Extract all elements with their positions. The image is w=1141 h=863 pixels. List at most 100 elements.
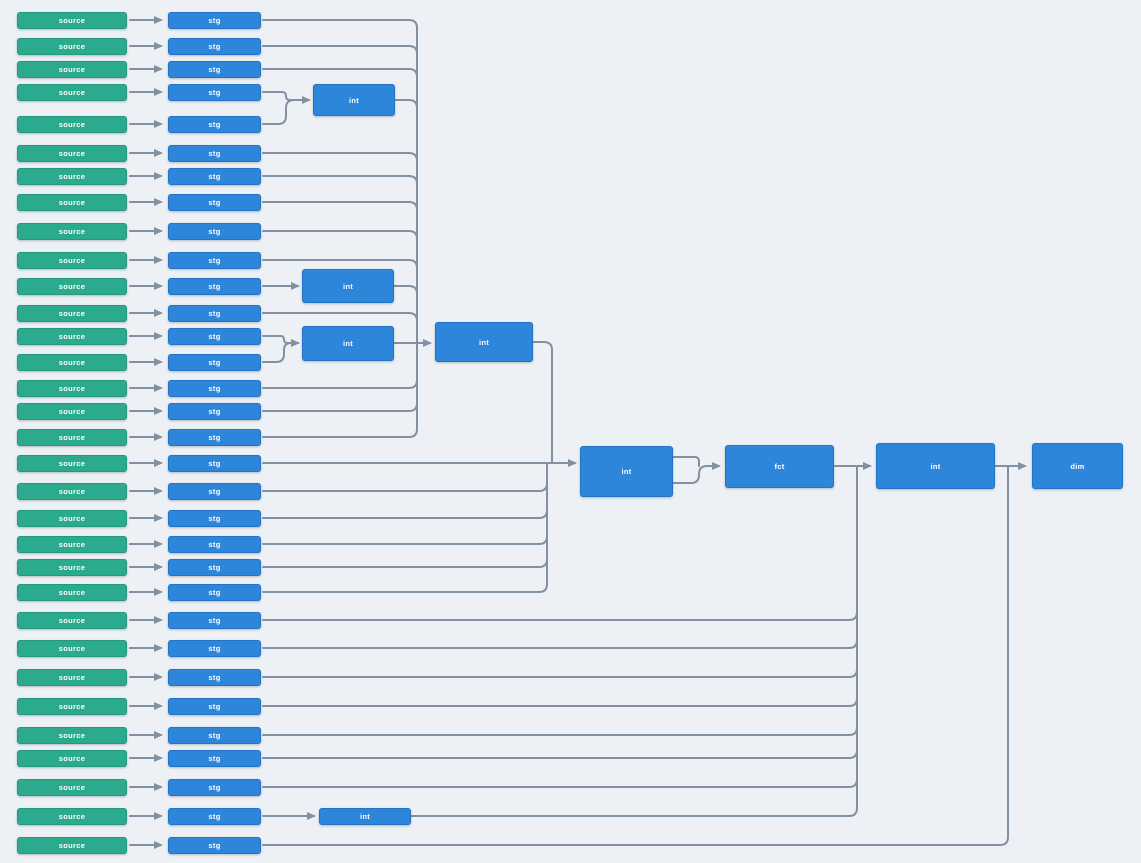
int-node[interactable]: int xyxy=(319,808,411,825)
node-label: int xyxy=(342,339,354,348)
stg-node[interactable]: stg xyxy=(168,698,261,715)
stg-node[interactable]: stg xyxy=(168,403,261,420)
edge xyxy=(262,462,548,492)
edge xyxy=(262,465,858,736)
node-label: stg xyxy=(208,198,221,207)
stg-node[interactable]: stg xyxy=(168,837,261,854)
node-label: stg xyxy=(208,644,221,653)
stg-node[interactable]: stg xyxy=(168,116,261,133)
stg-node[interactable]: stg xyxy=(168,536,261,553)
source-node[interactable]: source xyxy=(17,305,127,322)
source-node[interactable]: source xyxy=(17,455,127,472)
node-label: source xyxy=(58,673,86,682)
node-label: stg xyxy=(208,812,221,821)
source-node[interactable]: source xyxy=(17,38,127,55)
int-node[interactable]: int xyxy=(313,84,395,116)
stg-node[interactable]: stg xyxy=(168,750,261,767)
source-node[interactable]: source xyxy=(17,808,127,825)
node-label: stg xyxy=(208,588,221,597)
node-label: source xyxy=(58,433,86,442)
int-node[interactable]: int xyxy=(302,269,394,303)
stg-node[interactable]: stg xyxy=(168,455,261,472)
stg-node[interactable]: stg xyxy=(168,559,261,576)
source-node[interactable]: source xyxy=(17,278,127,295)
source-node[interactable]: source xyxy=(17,252,127,269)
source-node[interactable]: source xyxy=(17,168,127,185)
node-label: stg xyxy=(208,673,221,682)
stg-node[interactable]: stg xyxy=(168,354,261,371)
stg-node[interactable]: stg xyxy=(168,584,261,601)
int-node[interactable]: int xyxy=(302,326,394,361)
edge xyxy=(394,99,418,344)
source-node[interactable]: source xyxy=(17,429,127,446)
node-label: stg xyxy=(208,172,221,181)
stg-node[interactable]: stg xyxy=(168,727,261,744)
source-node[interactable]: source xyxy=(17,779,127,796)
node-label: source xyxy=(58,309,86,318)
node-label: stg xyxy=(208,16,221,25)
source-node[interactable]: source xyxy=(17,403,127,420)
source-node[interactable]: source xyxy=(17,12,127,29)
stg-node[interactable]: stg xyxy=(168,612,261,629)
stg-node[interactable]: stg xyxy=(168,168,261,185)
node-label: int xyxy=(621,467,632,476)
source-node[interactable]: source xyxy=(17,84,127,101)
stg-node[interactable]: stg xyxy=(168,510,261,527)
source-node[interactable]: source xyxy=(17,483,127,500)
stg-node[interactable]: stg xyxy=(168,779,261,796)
stg-node[interactable]: stg xyxy=(168,429,261,446)
stg-node[interactable]: stg xyxy=(168,223,261,240)
stg-node[interactable]: stg xyxy=(168,145,261,162)
source-node[interactable]: source xyxy=(17,584,127,601)
source-node[interactable]: source xyxy=(17,750,127,767)
source-node[interactable]: source xyxy=(17,510,127,527)
node-label: source xyxy=(58,88,86,97)
stg-node[interactable]: stg xyxy=(168,669,261,686)
stg-node[interactable]: stg xyxy=(168,640,261,657)
int-node[interactable]: int xyxy=(876,443,995,489)
int-node[interactable]: int xyxy=(435,322,533,362)
source-node[interactable]: source xyxy=(17,669,127,686)
node-label: source xyxy=(58,540,86,549)
node-label: stg xyxy=(208,459,221,468)
source-node[interactable]: source xyxy=(17,116,127,133)
source-node[interactable]: source xyxy=(17,559,127,576)
source-node[interactable]: source xyxy=(17,194,127,211)
node-label: stg xyxy=(208,783,221,792)
stg-node[interactable]: stg xyxy=(168,252,261,269)
edge xyxy=(262,99,310,125)
stg-node[interactable]: stg xyxy=(168,483,261,500)
source-node[interactable]: source xyxy=(17,640,127,657)
source-node[interactable]: source xyxy=(17,61,127,78)
stg-node[interactable]: stg xyxy=(168,305,261,322)
stg-node[interactable]: stg xyxy=(168,61,261,78)
source-node[interactable]: source xyxy=(17,380,127,397)
node-label: source xyxy=(58,702,86,711)
stg-node[interactable]: stg xyxy=(168,194,261,211)
source-node[interactable]: source xyxy=(17,727,127,744)
stg-node[interactable]: stg xyxy=(168,328,261,345)
node-label: source xyxy=(58,459,86,468)
stg-node[interactable]: stg xyxy=(168,12,261,29)
stg-node[interactable]: stg xyxy=(168,278,261,295)
node-label: fct xyxy=(774,462,785,471)
source-node[interactable]: source xyxy=(17,612,127,629)
stg-node[interactable]: stg xyxy=(168,808,261,825)
dim-node[interactable]: dim xyxy=(1032,443,1123,489)
source-node[interactable]: source xyxy=(17,536,127,553)
int-node[interactable]: int xyxy=(580,446,673,497)
fct-node[interactable]: fct xyxy=(725,445,834,488)
stg-node[interactable]: stg xyxy=(168,38,261,55)
node-label: stg xyxy=(208,282,221,291)
source-node[interactable]: source xyxy=(17,354,127,371)
source-node[interactable]: source xyxy=(17,698,127,715)
source-node[interactable]: source xyxy=(17,837,127,854)
stg-node[interactable]: stg xyxy=(168,84,261,101)
node-label: stg xyxy=(208,616,221,625)
source-node[interactable]: source xyxy=(17,145,127,162)
source-node[interactable]: source xyxy=(17,223,127,240)
node-label: stg xyxy=(208,540,221,549)
source-node[interactable]: source xyxy=(17,328,127,345)
stg-node[interactable]: stg xyxy=(168,380,261,397)
node-label: source xyxy=(58,841,86,850)
